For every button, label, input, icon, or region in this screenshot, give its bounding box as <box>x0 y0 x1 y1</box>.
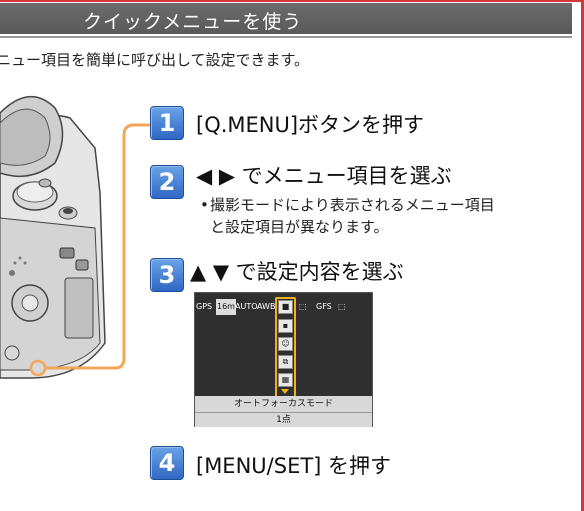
step-2-note-line-2: と設定項目が異なります。 <box>210 218 389 236</box>
page-frame-top <box>0 0 584 2</box>
step-1-badge: 1 <box>150 106 184 140</box>
camera-lcd-screen: GPS 16m AUTO AWB ■ ⬚ GFS ⬚ ■ ▪ ☺ ⧉ ▦ オート… <box>194 292 373 427</box>
af-option-tracking-icon: ⧉ <box>278 355 293 369</box>
section-title: クイックメニューを使う <box>83 11 303 33</box>
step-4-text: [MENU/SET] を押す <box>196 454 392 478</box>
step-2-number: 2 <box>158 168 176 196</box>
step-2-note-line-1: •撮影モードにより表示されるメニュー項目 <box>200 196 495 214</box>
iso-auto-icon: AUTO <box>235 302 258 311</box>
step-2-text: ◀ ▶ でメニュー項目を選ぶ <box>196 164 452 188</box>
step-4-number: 4 <box>158 449 176 477</box>
bullet-icon: • <box>200 196 209 214</box>
step-4-badge: 4 <box>150 446 184 480</box>
gps-icon: GPS <box>196 302 213 311</box>
af-option-1: ■ <box>278 300 293 314</box>
burst-icon: ⬚ <box>299 302 307 311</box>
step-2-badge: 2 <box>150 165 184 199</box>
lcd-down-arrow-icon <box>281 389 289 394</box>
section-header: クイックメニューを使う <box>0 3 572 34</box>
intro-text: ニュー項目を簡単に呼び出して設定できます。 <box>0 51 310 69</box>
step-1-number: 1 <box>158 109 176 137</box>
af-option-face-icon: ☺ <box>278 337 293 351</box>
af-option-2: ▪ <box>278 319 293 333</box>
camera-illustration <box>0 95 106 379</box>
step-2-note: •撮影モードにより表示されるメニュー項目 と設定項目が異なります。 <box>200 194 495 238</box>
lcd-mode-label: オートフォーカスモード <box>195 396 372 412</box>
white-balance-icon: AWB <box>257 302 276 311</box>
step-3-badge: 3 <box>150 258 184 292</box>
step-3-number: 3 <box>158 261 176 289</box>
step-1-text: [Q.MENU]ボタンを押す <box>196 113 425 137</box>
gfs-icon: GFS <box>316 302 332 311</box>
lcd-value-label: 1点 <box>195 412 372 427</box>
self-timer-icon: ⬚ <box>338 302 346 311</box>
page-frame-right <box>581 0 584 511</box>
picture-size-icon: 16m <box>216 299 236 315</box>
af-option-multi-icon: ▦ <box>278 373 293 387</box>
step-3-text: ▲ ▼ で設定内容を選ぶ <box>190 260 404 284</box>
header-rule <box>0 36 572 38</box>
lcd-menu-bar: GPS 16m AUTO AWB ■ ⬚ GFS ⬚ <box>195 299 372 315</box>
